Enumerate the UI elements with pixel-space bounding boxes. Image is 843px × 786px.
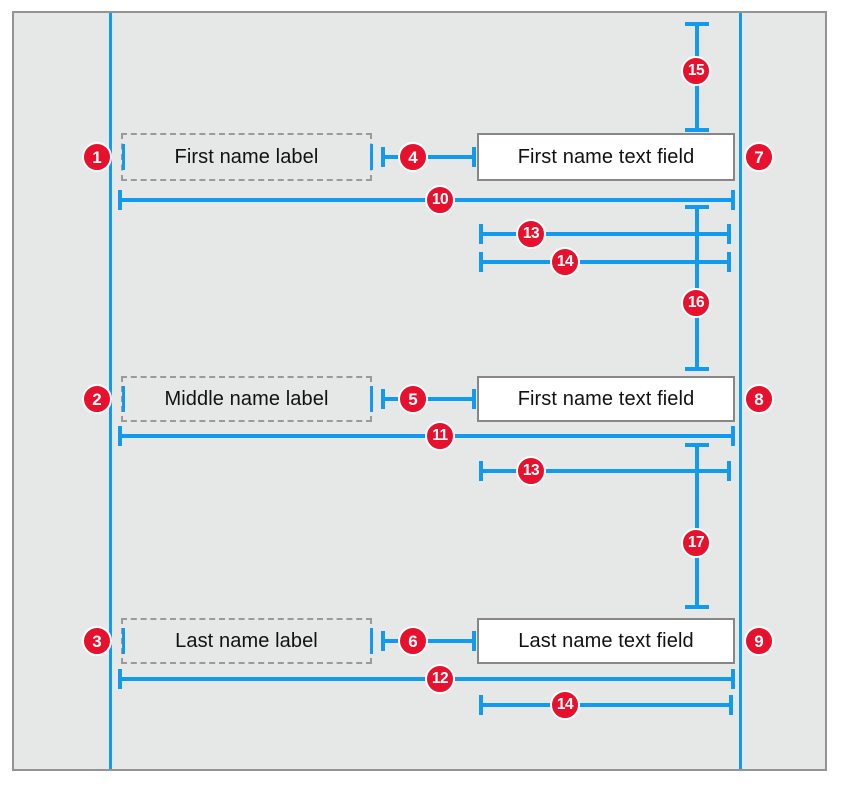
badge-row1-field-width-a[interactable]: 13 <box>516 219 546 249</box>
row3-gap-dimension <box>381 631 476 651</box>
badge-row1-field-width-b[interactable]: 14 <box>550 247 580 277</box>
last-name-label-text: Last name label <box>175 629 318 652</box>
first-name-label-leading-tick <box>122 144 125 170</box>
badge-gap-row1[interactable]: 4 <box>398 142 428 172</box>
badge-row2-field-width-a[interactable]: 13 <box>516 456 546 486</box>
middle-name-text-field-text: First name text field <box>517 387 695 410</box>
row1-field-width-dimension-b <box>479 252 731 272</box>
badge-leading-row2[interactable]: 2 <box>82 384 112 414</box>
badge-trailing-row2[interactable]: 8 <box>744 384 774 414</box>
badge-trailing-row3[interactable]: 9 <box>744 626 774 656</box>
badge-row2-row3-spacing[interactable]: 17 <box>681 528 711 558</box>
middle-name-label-leading-tick <box>122 386 125 412</box>
badge-trailing-row1[interactable]: 7 <box>744 142 774 172</box>
badge-row3-field-width-b[interactable]: 14 <box>550 690 580 720</box>
middle-name-label: Middle name label <box>121 376 372 422</box>
badge-width-row1[interactable]: 10 <box>425 185 455 215</box>
first-name-label: First name label <box>121 133 372 181</box>
last-name-text-field[interactable]: Last name text field <box>477 618 735 664</box>
last-name-text-field-text: Last name text field <box>518 629 694 652</box>
badge-width-row2[interactable]: 11 <box>425 421 455 451</box>
row3-field-width-dimension-b <box>479 695 733 715</box>
leading-guide-line <box>109 13 112 769</box>
first-name-text-field-text: First name text field <box>517 145 695 168</box>
last-name-label: Last name label <box>121 618 372 664</box>
first-name-label-trailing-tick <box>370 144 373 170</box>
middle-name-text-field[interactable]: First name text field <box>477 376 735 422</box>
badge-row1-row2-spacing[interactable]: 16 <box>681 288 711 318</box>
last-name-label-leading-tick <box>122 628 125 654</box>
trailing-guide-line <box>739 13 742 769</box>
row1-field-width-dimension-a <box>479 224 731 244</box>
first-name-text-field[interactable]: First name text field <box>477 133 735 181</box>
row2-gap-dimension <box>381 389 476 409</box>
badge-leading-row1[interactable]: 1 <box>82 142 112 172</box>
row2-field-width-dimension-a <box>479 461 731 481</box>
badge-top-spacing[interactable]: 15 <box>681 56 711 86</box>
last-name-label-trailing-tick <box>370 628 373 654</box>
middle-name-label-trailing-tick <box>370 386 373 412</box>
badge-gap-row3[interactable]: 6 <box>398 626 428 656</box>
badge-width-row3[interactable]: 12 <box>425 664 455 694</box>
row1-gap-dimension <box>381 147 476 167</box>
badge-leading-row3[interactable]: 3 <box>82 626 112 656</box>
row2-row3-spacing-dimension <box>685 443 709 609</box>
middle-name-label-text: Middle name label <box>164 387 329 410</box>
badge-gap-row2[interactable]: 5 <box>398 384 428 414</box>
first-name-label-text: First name label <box>174 145 319 168</box>
